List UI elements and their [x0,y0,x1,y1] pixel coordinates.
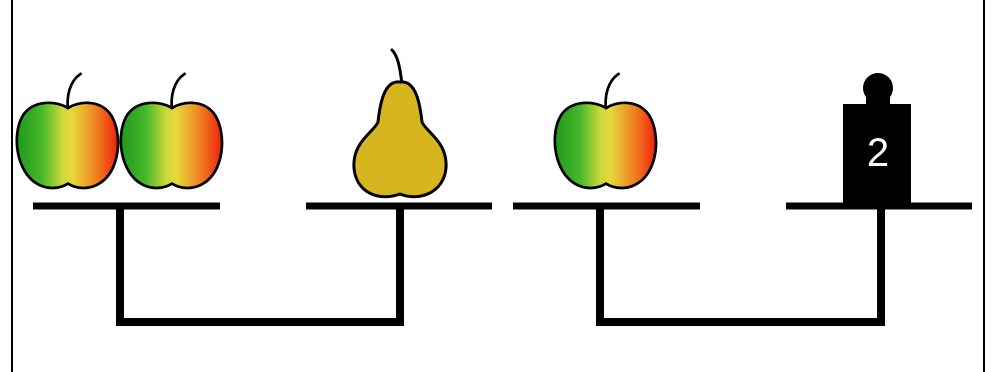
apple-icon [555,74,656,188]
scale-2: 2 [513,73,972,322]
scale-1 [17,50,492,322]
pear-icon [354,50,446,197]
apple-icon [17,74,118,188]
weight-label: 2 [867,131,889,175]
scale-2-beam [600,206,881,322]
weight-icon: 2 [843,73,911,204]
apple-icon [121,74,222,188]
scale-1-beam [120,206,400,322]
